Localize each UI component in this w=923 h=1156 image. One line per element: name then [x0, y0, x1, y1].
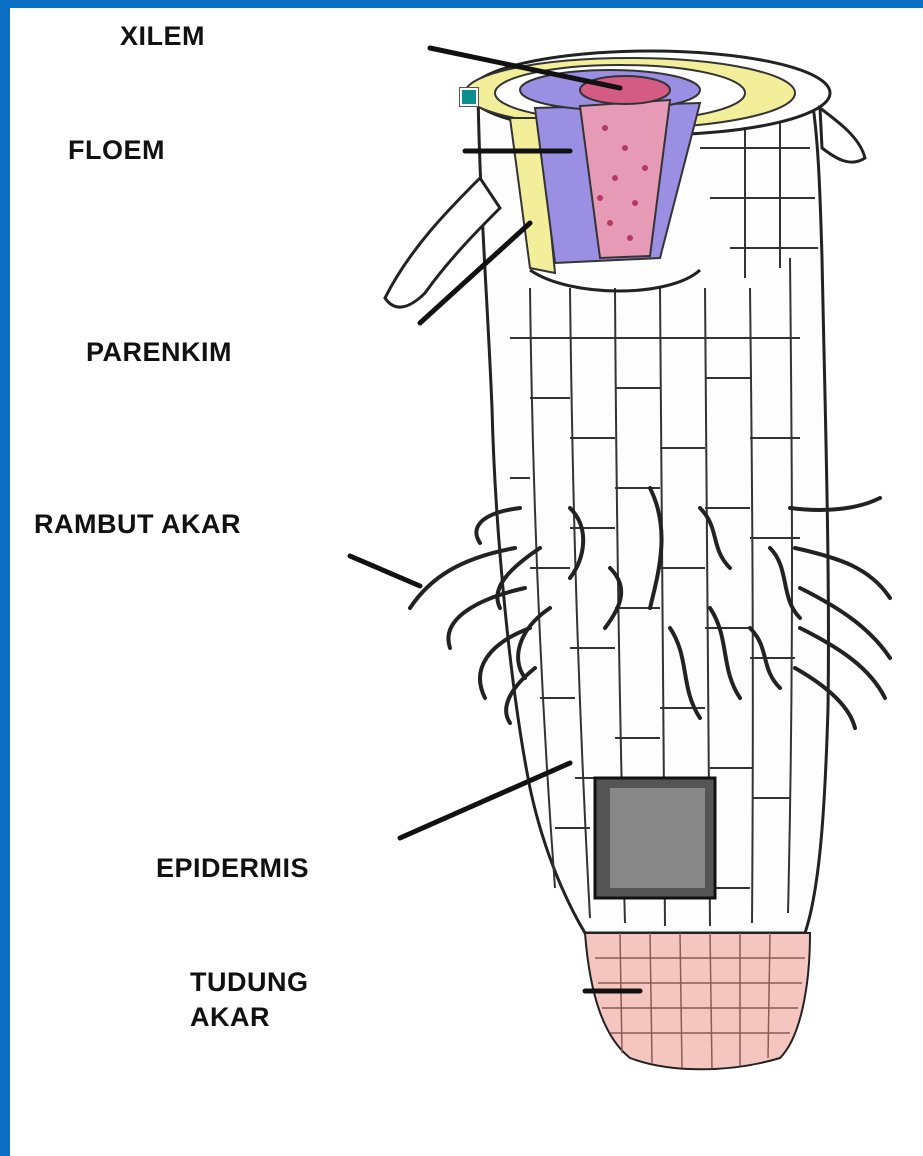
selection-handle[interactable] — [460, 88, 478, 106]
label-tudung: TUDUNG — [190, 966, 309, 998]
meristem-inner — [610, 788, 705, 888]
label-floem: FLOEM — [68, 134, 165, 166]
root-cap — [585, 933, 810, 1069]
top-border — [0, 0, 923, 8]
pointer-rambut-akar — [350, 556, 420, 586]
slide-canvas: XILEM FLOEM PARENKIM RAMBUT AKAR EPIDERM… — [10, 8, 923, 1156]
label-epidermis: EPIDERMIS — [156, 852, 309, 884]
label-akar: AKAR — [190, 1001, 270, 1033]
label-parenkim: PARENKIM — [86, 336, 232, 368]
left-border — [0, 0, 10, 1156]
root-anatomy-diagram — [10, 8, 923, 1156]
lateral-root-right — [820, 108, 865, 162]
label-xilem: XILEM — [120, 20, 205, 52]
label-rambut-akar: RAMBUT AKAR — [34, 508, 241, 540]
